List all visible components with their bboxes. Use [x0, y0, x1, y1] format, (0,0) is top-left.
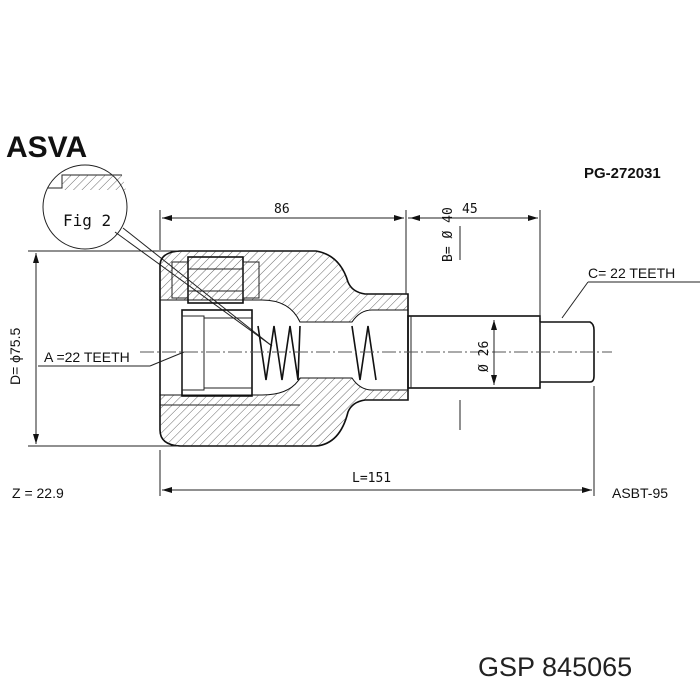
outer-teeth-callout: C= 22 TEETH: [561, 265, 700, 319]
dim-86: 86: [159, 202, 407, 294]
part-number: PG-272031: [584, 165, 661, 182]
catalog-number: GSP 845065: [478, 652, 632, 682]
dim-bore-label: B= Ø 40: [441, 207, 456, 262]
dim-bore: B= Ø 40: [441, 207, 461, 430]
dim-total-length: L=151: [159, 386, 595, 496]
dim-86-label: 86: [274, 202, 290, 217]
fig-label: Fig 2: [63, 211, 111, 230]
dim-outer-label: D= ϕ75.5: [7, 328, 23, 385]
ref-code: ASBT-95: [612, 485, 668, 501]
dim-45-label: 45: [462, 202, 478, 217]
inner-teeth-label: A =22 TEETH: [44, 349, 130, 365]
z-value: Z = 22.9: [12, 485, 64, 501]
dim-total-length-label: L=151: [352, 471, 391, 486]
dim-shaft: Ø 26: [477, 320, 497, 385]
dim-outer: D= ϕ75.5: [7, 250, 178, 447]
inner-teeth-callout: A =22 TEETH: [38, 349, 185, 367]
dim-45: 45: [408, 202, 541, 318]
brand-logo: ASVA: [6, 131, 87, 164]
outer-teeth-label: C= 22 TEETH: [588, 265, 675, 281]
joint-cross-section: [159, 250, 595, 447]
dim-shaft-label: Ø 26: [477, 341, 492, 372]
